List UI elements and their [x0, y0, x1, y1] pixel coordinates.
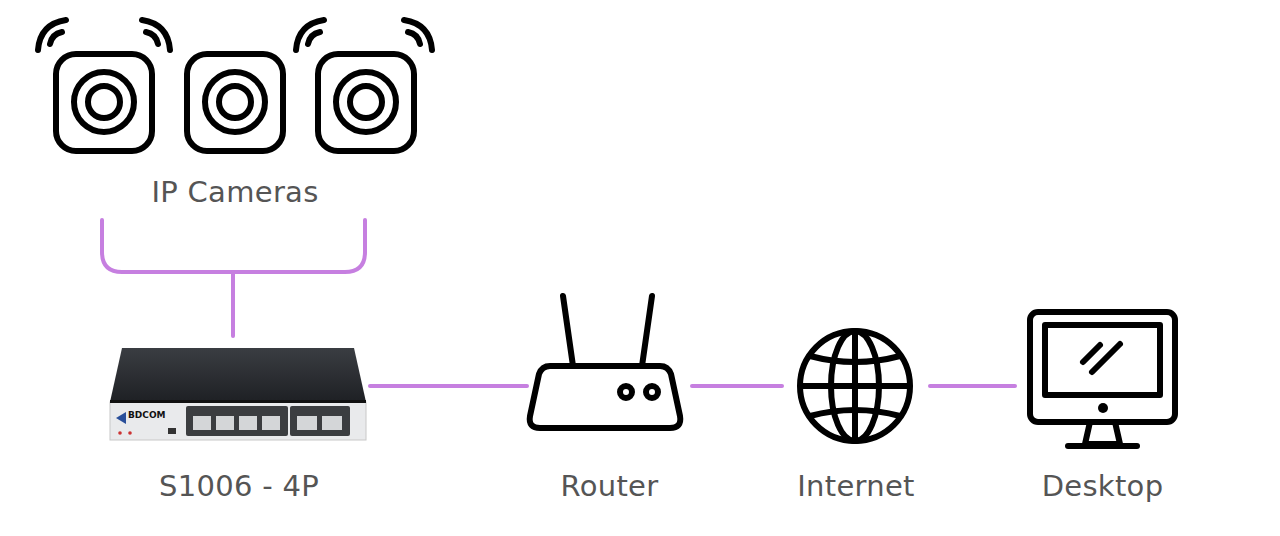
globe-icon [800, 331, 910, 441]
network-link [692, 386, 782, 387]
network-link [233, 272, 234, 336]
device-label: Internet [782, 468, 930, 504]
network-link [370, 386, 527, 387]
camera-icons [38, 20, 432, 151]
device-node: Desktop [1015, 305, 1190, 510]
device-node: Internet [782, 325, 930, 510]
router-icon [530, 296, 681, 428]
switch-photo [110, 348, 366, 440]
desktop-icon [1030, 312, 1175, 446]
device-label: Desktop [1015, 468, 1190, 504]
device-node: IP Cameras [30, 25, 440, 272]
device-label: Router [527, 468, 692, 504]
device-label: S1006 - 4P [108, 468, 370, 504]
network-link [930, 386, 1015, 387]
brand-text: BDCOM [128, 410, 166, 420]
device-node: S1006 - 4P [108, 336, 370, 510]
device-node: Router [527, 285, 692, 510]
device-label: IP Cameras [30, 174, 440, 210]
